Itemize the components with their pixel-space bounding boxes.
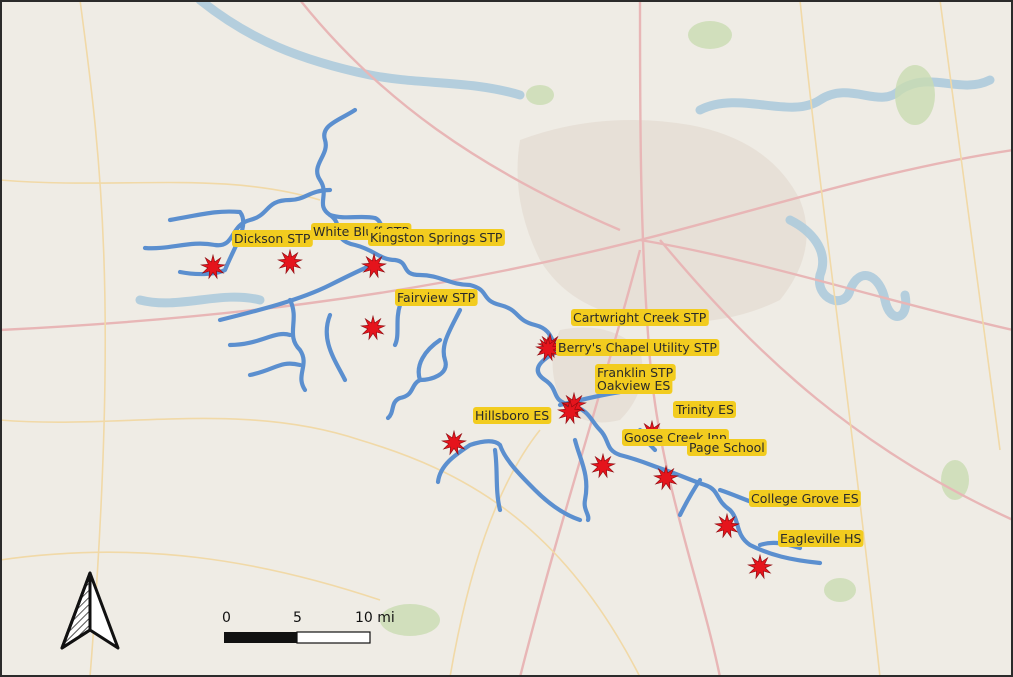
site-label-background — [571, 309, 709, 326]
park-area — [380, 604, 440, 636]
cumberland-river — [695, 75, 995, 115]
site-label-text: Oakview ES — [597, 378, 670, 393]
stream-jones-creek — [227, 297, 348, 393]
burst-marker-icon[interactable] — [590, 452, 616, 479]
site-label-background — [595, 364, 676, 381]
site-label[interactable]: Trinity ES — [673, 401, 736, 418]
burst-marker-icon[interactable] — [535, 335, 561, 362]
site-label[interactable]: Hillsboro ES — [473, 407, 552, 424]
site-label-text: Eagleville HS — [780, 531, 862, 546]
site-label-text: Fairview STP — [397, 290, 476, 305]
site-label-text: Hillsboro ES — [475, 408, 549, 423]
site-label-background — [673, 401, 736, 418]
site-label-text: Dickson STP — [234, 231, 311, 246]
site-label[interactable]: Franklin STP — [595, 364, 676, 381]
urban-area — [517, 120, 807, 323]
burst-marker-icon[interactable] — [747, 553, 773, 580]
site-markers — [200, 248, 773, 580]
park-area — [895, 65, 935, 125]
site-label-background — [473, 407, 552, 424]
stream-upper-west — [142, 187, 333, 251]
scale-bar-white-segment — [296, 631, 371, 644]
north-arrow-icon — [60, 571, 120, 650]
scale-tick-5: 5 — [293, 610, 302, 626]
site-label-text: Kingston Springs STP — [370, 230, 503, 245]
site-label[interactable]: Page School — [687, 439, 767, 456]
site-label[interactable]: Cartwright Creek STP — [571, 309, 709, 326]
site-label-text: Trinity ES — [675, 402, 734, 417]
site-label-background — [556, 339, 720, 356]
site-label[interactable]: Oakview ES — [595, 377, 673, 394]
stream-main-stem — [315, 107, 563, 353]
stream-white-bluff-branch — [217, 262, 375, 323]
site-label-background — [687, 439, 767, 456]
scale-bar: 0 5 10 mi — [222, 610, 395, 644]
river-west — [135, 292, 265, 308]
site-label-background — [595, 377, 673, 394]
burst-marker-icon[interactable] — [441, 429, 467, 456]
burst-marker-icon[interactable] — [714, 512, 740, 539]
site-label[interactable]: College Grove ES — [749, 490, 861, 507]
site-label-text: Franklin STP — [597, 365, 674, 380]
scale-tick-10: 10 mi — [355, 610, 395, 626]
burst-marker-icon[interactable] — [361, 252, 387, 279]
park-area — [526, 85, 554, 105]
site-label[interactable]: Fairview STP — [395, 289, 478, 306]
park-area — [824, 578, 856, 602]
site-label[interactable]: Berry's Chapel Utility STP — [556, 339, 720, 356]
burst-marker-icon[interactable] — [653, 464, 679, 491]
stream-fairview-branch — [392, 302, 443, 383]
burst-marker-icon[interactable] — [277, 248, 303, 275]
scale-bar-black-segment — [224, 632, 297, 643]
burst-marker-icon[interactable] — [557, 398, 583, 425]
stream-hillsboro — [435, 439, 583, 523]
park-area — [688, 21, 732, 49]
stream-main-stem-lower — [535, 347, 823, 566]
scale-tick-0: 0 — [222, 610, 231, 626]
site-label-background — [778, 530, 864, 547]
site-label-text: Cartwright Creek STP — [573, 310, 707, 325]
site-label-text: College Grove ES — [751, 491, 859, 506]
site-label-background — [749, 490, 861, 507]
burst-marker-icon[interactable] — [360, 314, 386, 341]
site-label[interactable]: Kingston Springs STP — [368, 229, 505, 246]
park-area — [941, 460, 969, 500]
site-label-background — [395, 289, 478, 306]
site-label-background — [232, 230, 313, 247]
burst-marker-icon[interactable] — [200, 253, 226, 280]
site-label[interactable]: Dickson STP — [232, 230, 313, 247]
site-label-text: Page School — [689, 440, 765, 455]
site-label[interactable]: Eagleville HS — [778, 530, 864, 547]
site-label-background — [368, 229, 505, 246]
site-label-text: Berry's Chapel Utility STP — [558, 340, 717, 355]
